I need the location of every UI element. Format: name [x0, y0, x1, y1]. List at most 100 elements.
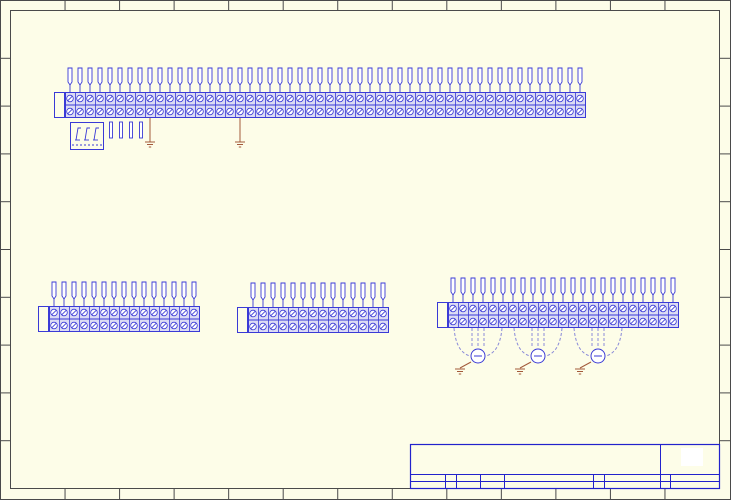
screw-slot — [141, 322, 147, 329]
terminal-lead — [307, 67, 313, 86]
screw-slot — [177, 108, 183, 115]
screw-slot — [360, 310, 366, 317]
screw-slot — [161, 322, 167, 329]
screw-slot — [217, 95, 223, 102]
terminal-lead — [217, 67, 223, 86]
screw-slot — [51, 309, 57, 316]
motor-lead-outer — [485, 327, 503, 357]
screw-slot — [137, 95, 143, 102]
screw-slot — [350, 323, 356, 330]
screw-slot — [417, 108, 423, 115]
screw-slot — [307, 108, 313, 115]
screw-slot — [500, 318, 506, 325]
terminal-lead — [280, 282, 286, 301]
screw-slot — [320, 323, 326, 330]
screw-slot — [87, 95, 93, 102]
screw-slot — [550, 305, 556, 312]
terminal-strip-top — [54, 67, 586, 118]
screw-slot — [560, 305, 566, 312]
strip-end-plate — [237, 307, 248, 333]
terminal-lead — [87, 67, 93, 86]
terminal-lead — [167, 67, 173, 86]
screw-slot — [510, 318, 516, 325]
screw-slot — [560, 318, 566, 325]
screw-slot — [427, 108, 433, 115]
motor-ground-wire — [459, 361, 472, 369]
screw-slot — [260, 310, 266, 317]
screw-slot — [480, 305, 486, 312]
terminal-lead — [610, 277, 616, 296]
terminal-lead — [161, 281, 167, 300]
screw-slot — [250, 323, 256, 330]
terminal-lead — [377, 67, 383, 86]
screw-slot — [537, 108, 543, 115]
screw-slot — [237, 108, 243, 115]
screw-slot — [557, 108, 563, 115]
terminal-lead — [470, 277, 476, 296]
screw-slot — [380, 323, 386, 330]
terminal-lead — [207, 67, 213, 86]
jumper-link — [119, 121, 123, 139]
terminal-lead — [530, 277, 536, 296]
screw-slot — [257, 95, 263, 102]
terminal-lead — [270, 282, 276, 301]
screw-slot — [187, 95, 193, 102]
screw-slot — [497, 108, 503, 115]
terminal-lead — [480, 277, 486, 296]
screw-slot — [151, 309, 157, 316]
screw-slot — [111, 309, 117, 316]
terminal-lead — [457, 67, 463, 86]
screw-slot — [277, 108, 283, 115]
screw-slot — [280, 310, 286, 317]
screw-slot — [217, 108, 223, 115]
screw-slot — [101, 322, 107, 329]
terminal-lead — [347, 67, 353, 86]
terminal-lead — [640, 277, 646, 296]
motor-lead-outer — [545, 327, 563, 357]
screw-slot — [447, 95, 453, 102]
terminal-strip-bottom-left — [38, 281, 200, 332]
screw-slot — [650, 318, 656, 325]
screw-slot — [370, 310, 376, 317]
screw-slot — [397, 108, 403, 115]
screw-slot — [610, 318, 616, 325]
terminal-strip-bottom-right — [437, 277, 679, 328]
terminal-lead — [300, 282, 306, 301]
screw-slot — [87, 108, 93, 115]
screw-slot — [91, 322, 97, 329]
screw-slot — [151, 322, 157, 329]
screw-slot — [327, 95, 333, 102]
screw-slot — [580, 305, 586, 312]
screw-slot — [417, 95, 423, 102]
screw-slot — [61, 322, 67, 329]
terminal-lead — [317, 67, 323, 86]
screw-slot — [71, 322, 77, 329]
terminal-lead — [490, 277, 496, 296]
screw-slot — [590, 305, 596, 312]
screw-slot — [527, 108, 533, 115]
terminal-lead — [227, 67, 233, 86]
fuse-block — [70, 122, 104, 150]
screw-slot — [117, 95, 123, 102]
screw-slot — [317, 108, 323, 115]
screw-slot — [407, 95, 413, 102]
screw-slot — [131, 309, 137, 316]
motor-lead-outer — [605, 327, 623, 357]
terminal-lead — [287, 67, 293, 86]
screw-slot — [450, 318, 456, 325]
screw-slot — [91, 309, 97, 316]
terminal-lead — [137, 67, 143, 86]
screw-slot — [517, 108, 523, 115]
terminal-lead — [297, 67, 303, 86]
screw-slot — [137, 108, 143, 115]
screw-slot — [620, 318, 626, 325]
title-block-frame — [409, 443, 721, 490]
screw-slot — [460, 305, 466, 312]
screw-slot — [447, 108, 453, 115]
screw-slot — [630, 318, 636, 325]
terminal-lead — [547, 67, 553, 86]
screw-slot — [71, 309, 77, 316]
screw-slot — [167, 95, 173, 102]
